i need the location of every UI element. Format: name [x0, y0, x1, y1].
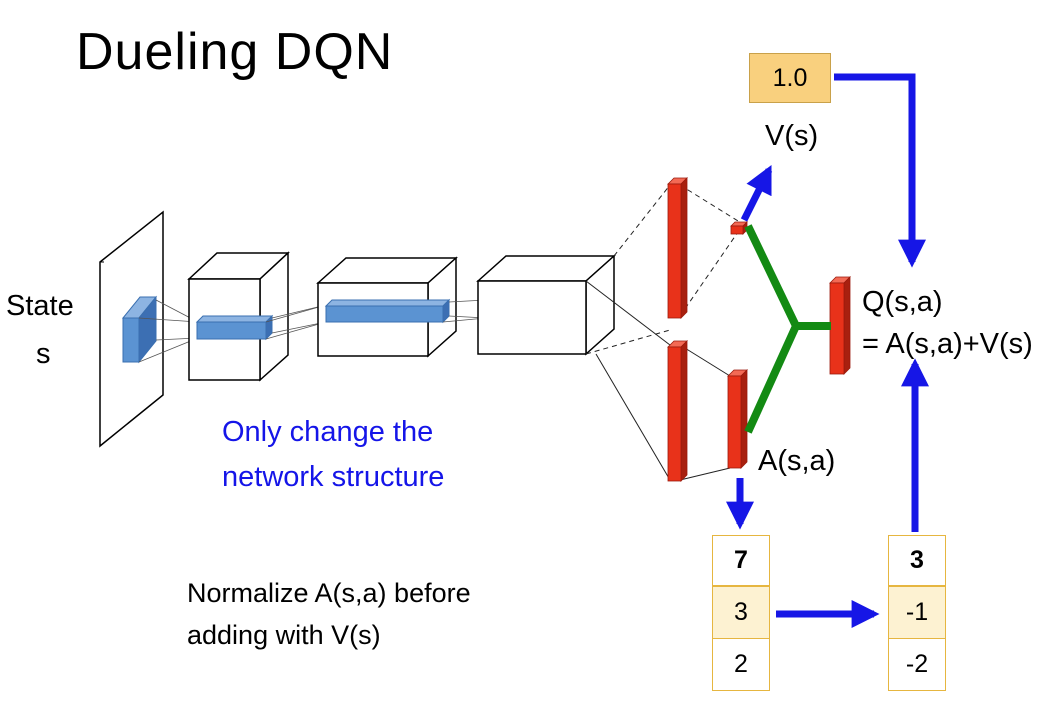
q-label-line-2: = A(s,a)+V(s): [862, 328, 1033, 360]
normalized-column: 3 -1 -2: [888, 535, 946, 691]
flow-arrows: [726, 73, 929, 628]
conv-connections-2: [265, 304, 327, 340]
normalize-note-line-1: Normalize A(s,a) before: [187, 578, 471, 608]
advantage-column: 7 3 2: [712, 535, 770, 691]
note-line-2: network structure: [222, 461, 445, 493]
state-symbol: s: [36, 338, 51, 370]
note-line-1: Only change the: [222, 416, 434, 448]
arrow-to-v: [740, 164, 773, 222]
conv-layer-3: [476, 254, 616, 356]
normalized-cell: 3: [888, 535, 946, 587]
input-state-plate: [99, 210, 164, 448]
arrow-v-to-q: [834, 73, 926, 268]
value-label: V(s): [765, 120, 819, 152]
fc-layer-advantage: [667, 340, 688, 482]
fc-connections: [585, 184, 739, 481]
fc-layer-value: [667, 177, 688, 319]
q-output-layer: [829, 276, 851, 375]
normalize-note-line-2: adding with V(s): [187, 620, 381, 650]
advantage-cell: 2: [712, 639, 770, 691]
q-label-line-1: Q(s,a): [862, 286, 943, 318]
normalized-cell: -1: [888, 587, 946, 639]
advantage-layer: [727, 369, 748, 469]
normalized-cell: -2: [888, 639, 946, 691]
value-box: 1.0: [749, 53, 831, 103]
advantage-label: A(s,a): [758, 445, 836, 477]
conv-layer-2: [316, 256, 458, 358]
advantage-cell: 3: [712, 587, 770, 639]
conv-layer-1: [187, 251, 290, 382]
merge-connector: [744, 224, 831, 434]
page-title: Dueling DQN: [76, 23, 394, 81]
advantage-cell: 7: [712, 535, 770, 587]
state-label: State: [6, 290, 74, 322]
